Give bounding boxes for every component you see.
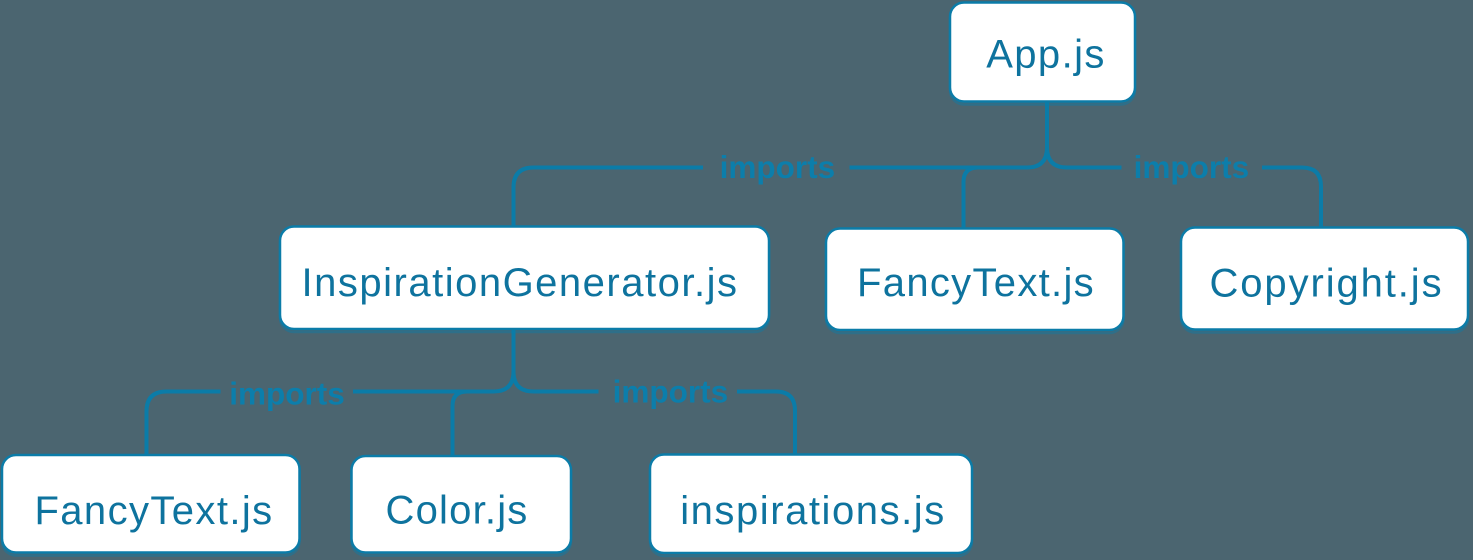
svg-text:InspirationGenerator.js: InspirationGenerator.js bbox=[302, 261, 739, 305]
svg-text:Copyright.js: Copyright.js bbox=[1210, 262, 1444, 306]
svg-text:imports: imports bbox=[613, 374, 729, 410]
svg-text:inspirations.js: inspirations.js bbox=[680, 489, 946, 533]
svg-text:imports: imports bbox=[1134, 149, 1250, 185]
svg-text:Color.js: Color.js bbox=[386, 489, 529, 533]
svg-text:FancyText.js: FancyText.js bbox=[34, 489, 273, 533]
svg-text:App.js: App.js bbox=[986, 33, 1106, 77]
svg-text:imports: imports bbox=[720, 149, 836, 185]
svg-text:imports: imports bbox=[229, 376, 345, 412]
svg-text:FancyText.js: FancyText.js bbox=[857, 261, 1095, 305]
